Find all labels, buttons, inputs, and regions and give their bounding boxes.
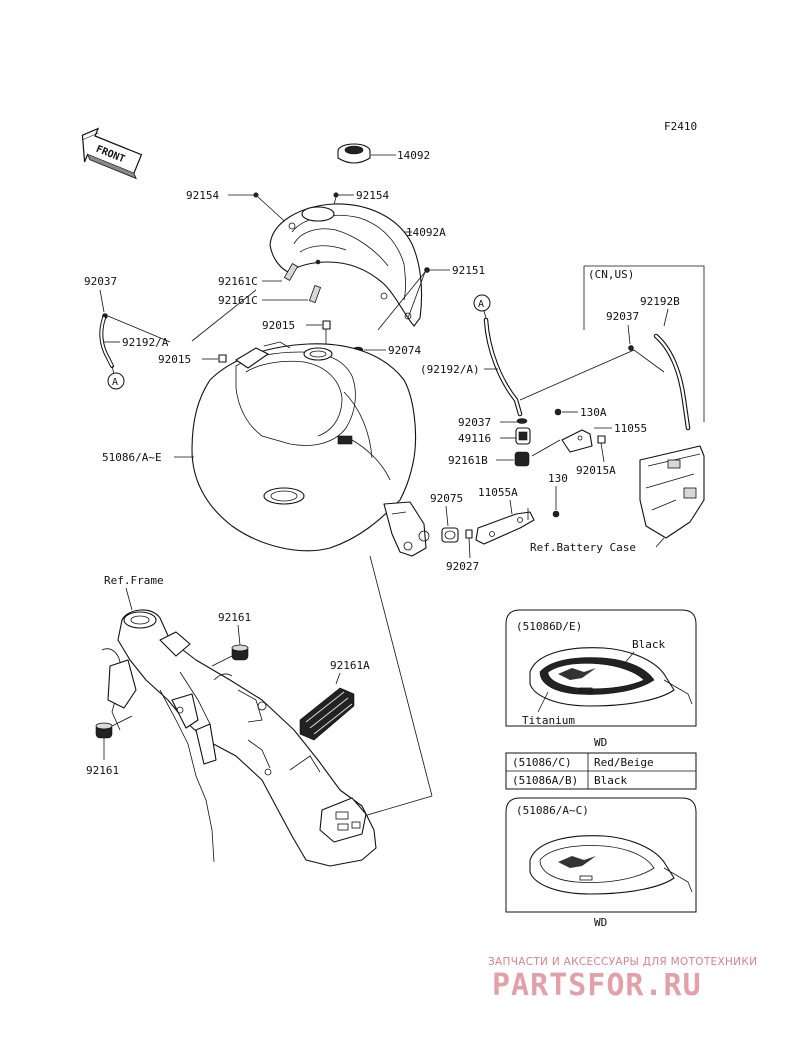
callout-92015A: 92015A (576, 464, 616, 477)
callout-92075: 92075 (430, 492, 463, 505)
callout-92154-left: 92154 (186, 189, 219, 202)
callout-92074: 92074 (388, 344, 421, 357)
rubber-pad-part (299, 687, 355, 741)
callout-92161C-a: 92161C (218, 275, 258, 288)
callout-92161-top: 92161 (218, 611, 251, 624)
cushion-bottom-part (95, 722, 113, 739)
frame-part (101, 609, 377, 867)
fuel-tank-part (191, 341, 430, 557)
callout-92161B: 92161B (448, 454, 488, 467)
callout-92037-mid: 92037 (458, 416, 491, 429)
connector-mark-a-mid (473, 294, 491, 312)
callout-11055: 11055 (614, 422, 647, 435)
valve-part (515, 427, 531, 445)
color-label-titanium: Titanium (522, 714, 575, 727)
color-table-color-1: Black (594, 774, 627, 787)
callout-ref-frame: Ref.Frame (104, 574, 164, 587)
callout-92154-right: 92154 (356, 189, 389, 202)
color-panel-top: (51086D/E) Black Titanium (505, 609, 697, 727)
front-arrow-icon: FRONT (81, 127, 143, 180)
color-panel-bottom-caption: WD (594, 916, 607, 929)
clamp-part (561, 429, 593, 453)
callout-92192B: 92192B (640, 295, 680, 308)
callout-92151: 92151 (452, 264, 485, 277)
callout-92192-A-mid: (92192/A) (420, 363, 480, 376)
callout-92015-a: 92015 (262, 319, 295, 332)
callout-ref-battery-case: Ref.Battery Case (530, 541, 636, 554)
connector-a-left-label: A (112, 377, 118, 388)
watermark-subtitle: ЗАПЧАСТИ И АКСЕССУАРЫ ДЛЯ МОТОТЕХНИКИ (488, 956, 757, 968)
callout-130A: 130A (580, 406, 607, 419)
cn-us-region-box (583, 265, 705, 422)
connector-a-mid-label: A (478, 299, 484, 310)
color-panel-bottom: (51086/A~C) (505, 797, 697, 913)
callout-92015-b: 92015 (158, 353, 191, 366)
color-code-table: (51086/C) Red/Beige (51086A/B) Black (505, 752, 697, 790)
callout-92027: 92027 (446, 560, 479, 573)
callout-92161A: 92161A (330, 659, 370, 672)
callout-49116: 49116 (458, 432, 491, 445)
region-label: (CN,US) (588, 268, 634, 281)
damper-part (441, 527, 459, 543)
watermark-logo: ЗАПЧАСТИ И АКСЕССУАРЫ ДЛЯ МОТОТЕХНИКИ PA… (488, 956, 757, 1003)
battery-case-part (639, 445, 705, 539)
color-panel-bottom-title: (51086/A~C) (516, 804, 589, 817)
connector-mark-a-left (107, 372, 125, 390)
callout-14092A: 14092A (406, 226, 446, 239)
callout-11055A: 11055A (478, 486, 518, 499)
color-table-color-0: Red/Beige (594, 756, 654, 769)
callout-130: 130 (548, 472, 568, 485)
callout-92161-bottom: 92161 (86, 764, 119, 777)
fuel-cap-part (337, 143, 371, 164)
callout-92192-A-left: 92192/A (122, 336, 169, 349)
bracket-part (475, 508, 535, 545)
cushion-top-part (231, 644, 249, 661)
callout-51086-A-E: 51086/A~E (102, 451, 162, 464)
figure-code: F2410 (664, 120, 697, 133)
callout-92161C-b: 92161C (218, 294, 258, 307)
color-panel-top-caption: WD (594, 736, 607, 749)
callout-92037-right: 92037 (606, 310, 639, 323)
color-table-code-1: (51086A/B) (512, 774, 578, 787)
color-table-code-0: (51086/C) (512, 756, 572, 769)
callout-14092: 14092 (397, 149, 430, 162)
color-label-black: Black (632, 638, 665, 651)
callout-92037-left: 92037 (84, 275, 117, 288)
watermark-brand: PARTSFOR.RU (492, 968, 702, 1003)
color-panel-top-title: (51086D/E) (516, 620, 582, 633)
